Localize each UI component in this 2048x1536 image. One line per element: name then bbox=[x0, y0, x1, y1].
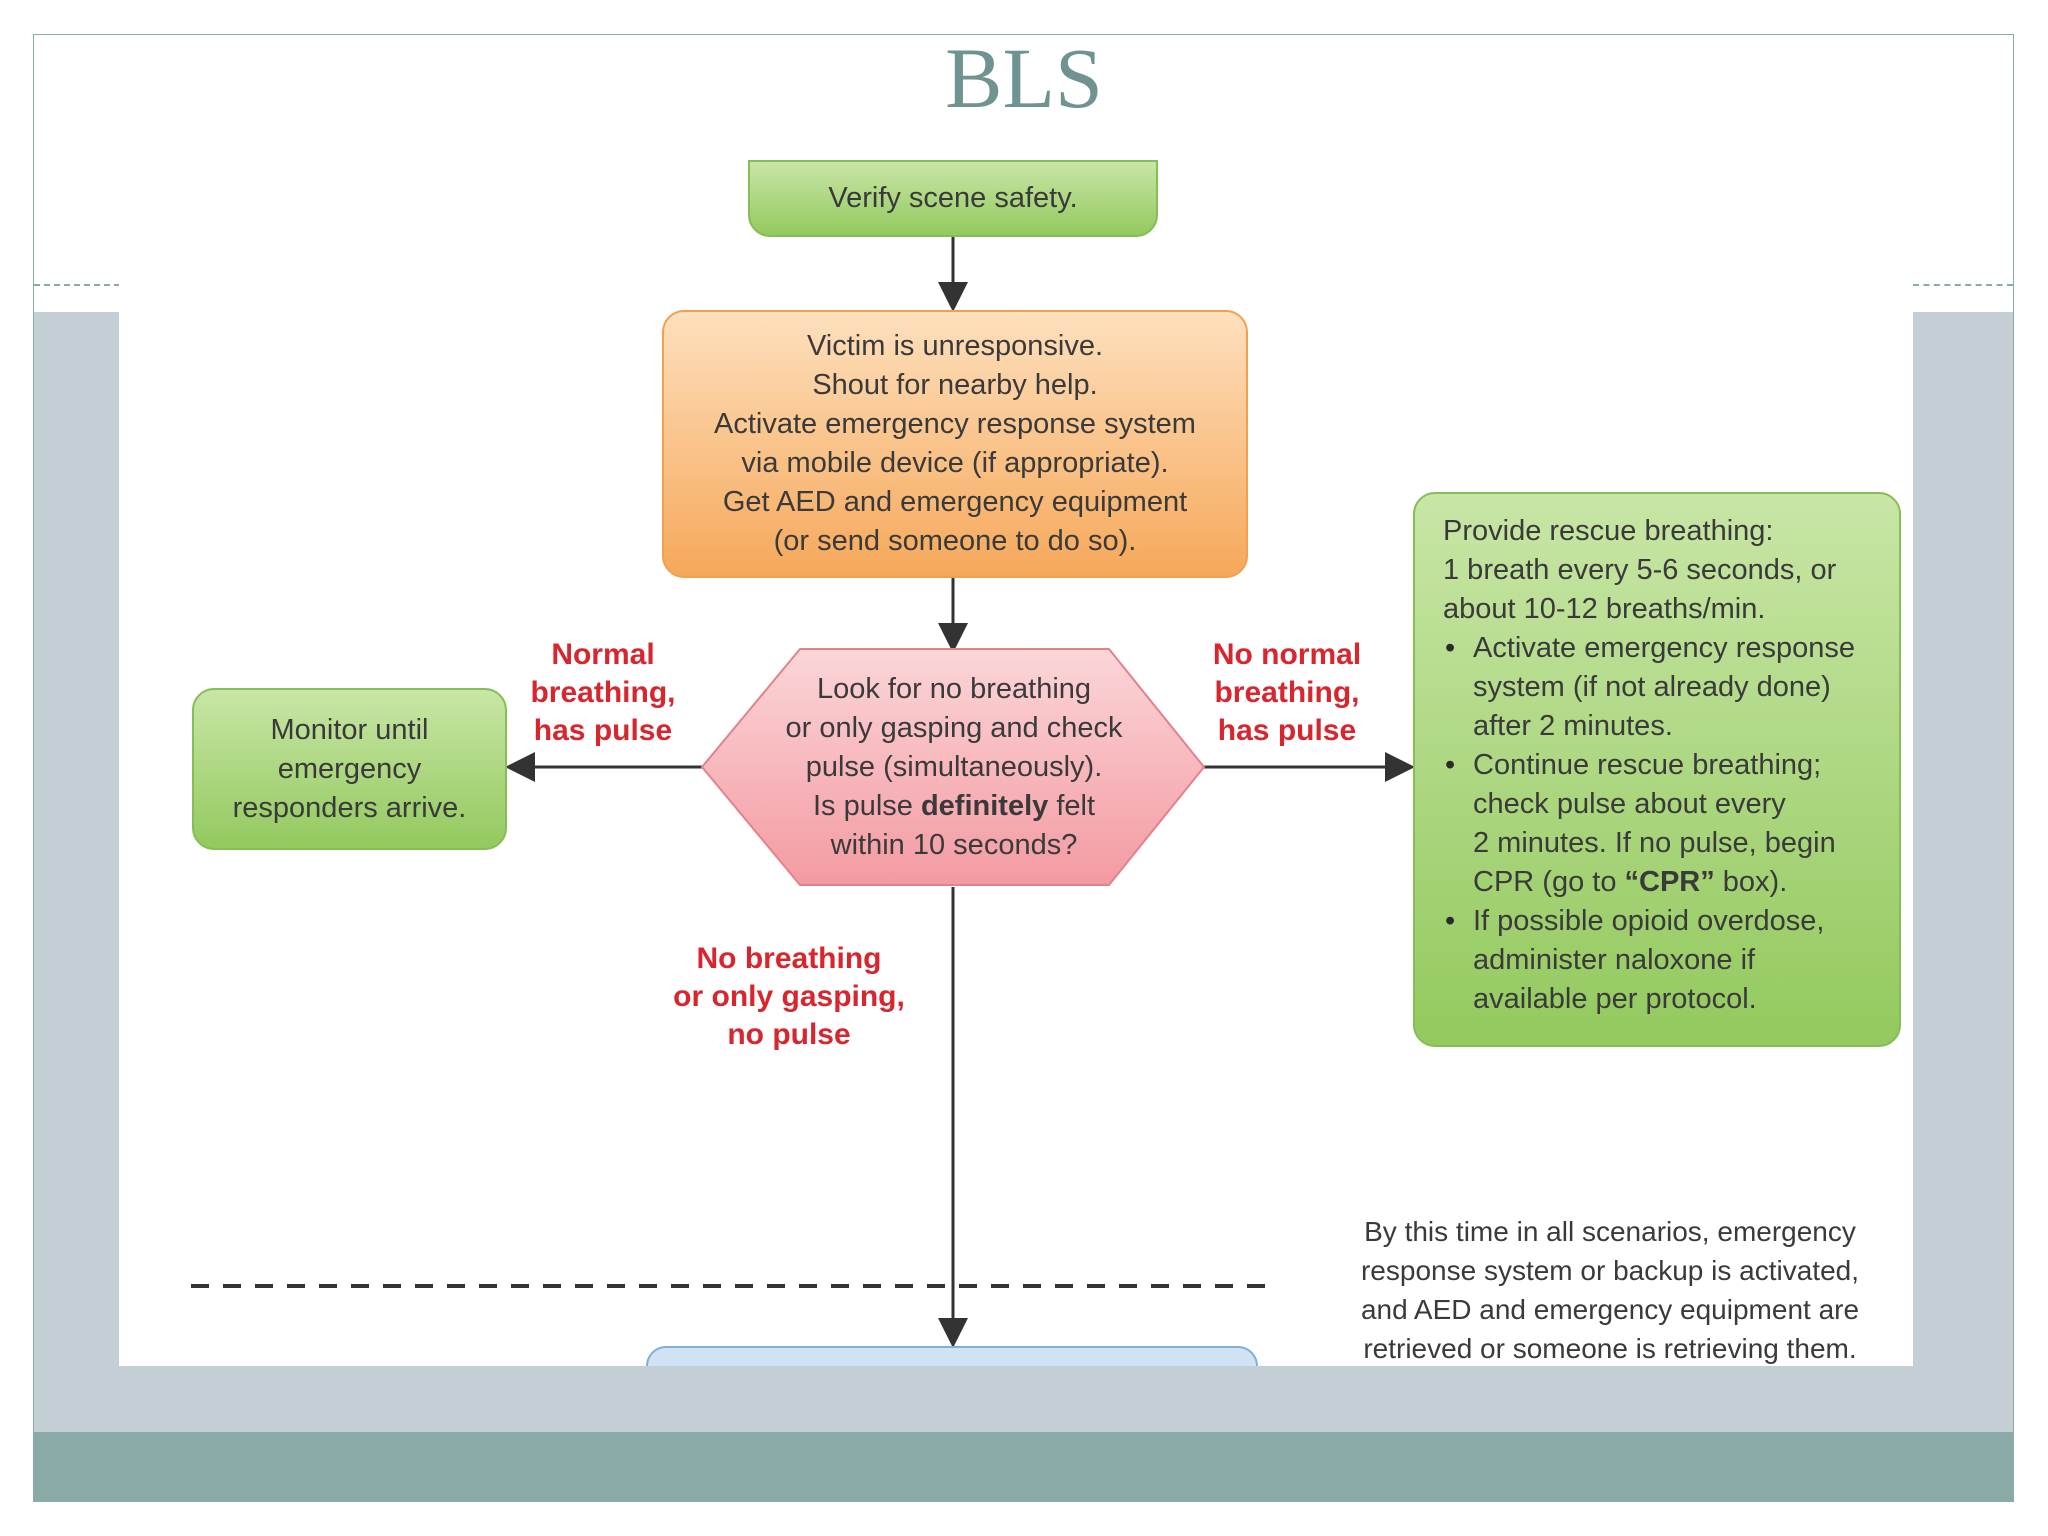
unresponsive-line: via mobile device (if appropriate). bbox=[741, 447, 1169, 479]
flowchart-connectors bbox=[191, 237, 1415, 1348]
victim-unresponsive-box: Victim is unresponsive. Shout for nearby… bbox=[662, 310, 1248, 578]
note-line: retrieved or someone is retrieving them. bbox=[1363, 1333, 1857, 1364]
unresponsive-line: Activate emergency response system bbox=[714, 408, 1196, 440]
decision-line: or only gasping and check bbox=[785, 712, 1123, 744]
bullet-line: Continue rescue breathing; bbox=[1473, 749, 1822, 781]
decision-hexagon bbox=[700, 648, 1206, 886]
label-normal-breathing: Normal breathing, has pulse bbox=[523, 636, 683, 750]
decision-line: Look for no breathing bbox=[816, 673, 1092, 705]
bullet-line-cpr: CPR (go to “CPR” box). bbox=[1473, 863, 1855, 902]
bullet-line: Activate emergency response bbox=[1473, 632, 1856, 664]
rescue-breathing-box: Provide rescue breathing: 1 breath every… bbox=[1413, 492, 1901, 1047]
rescue-heading: Provide rescue breathing: bbox=[1443, 515, 1774, 547]
bullet-line: check pulse about every bbox=[1473, 788, 1786, 820]
rescue-bullet: If possible opioid overdose, administer … bbox=[1445, 902, 1855, 1019]
rescue-bullet: Continue rescue breathing; check pulse a… bbox=[1445, 746, 1855, 902]
note-line: and AED and emergency equipment are bbox=[1360, 1294, 1860, 1325]
cpr-prefix: CPR (go to bbox=[1473, 866, 1625, 898]
monitor-until-arrive-box: Monitor until emergency responders arriv… bbox=[192, 688, 507, 850]
bls-flowchart-image: Verify scene safety. Victim is unrespons… bbox=[119, 160, 1913, 1366]
label-line: No breathing bbox=[696, 942, 882, 975]
unresponsive-line: Get AED and emergency equipment bbox=[722, 486, 1188, 518]
decision-text: Look for no breathing or only gasping an… bbox=[729, 670, 1179, 865]
scene-safety-text: Verify scene safety. bbox=[828, 182, 1078, 214]
decision-line-pulse: Is pulse definitely felt bbox=[729, 787, 1179, 826]
cpr-bold: “CPR” bbox=[1624, 866, 1715, 898]
unresponsive-line: Victim is unresponsive. bbox=[806, 330, 1104, 362]
note-line: response system or backup is activated, bbox=[1360, 1255, 1859, 1286]
label-line: No normal bbox=[1212, 638, 1362, 671]
bullet-line: If possible opioid overdose, bbox=[1473, 905, 1825, 937]
decorative-dashed-line-right bbox=[1913, 284, 2013, 286]
decorative-dashed-line-left bbox=[34, 284, 120, 286]
decision-line: within 10 seconds? bbox=[830, 829, 1078, 861]
bullet-line: 2 minutes. If no pulse, begin bbox=[1473, 827, 1836, 859]
scenario-note: By this time in all scenarios, emergency… bbox=[1315, 1212, 1905, 1366]
rescue-bullet-list: Activate emergency response system (if n… bbox=[1443, 629, 1855, 1019]
decision-pulse-suffix: felt bbox=[1048, 790, 1096, 822]
label-line: breathing, bbox=[530, 676, 676, 709]
decision-pulse-prefix: Is pulse bbox=[812, 790, 921, 822]
label-line: or only gasping, bbox=[673, 980, 905, 1013]
slide-footer-band bbox=[34, 1432, 2013, 1501]
label-no-breathing: No breathing or only gasping, no pulse bbox=[639, 940, 939, 1054]
cpr-suffix: box). bbox=[1714, 866, 1788, 898]
bullet-line: administer naloxone if bbox=[1473, 944, 1756, 976]
label-line: no pulse bbox=[727, 1018, 851, 1051]
verify-scene-safety-box: Verify scene safety. bbox=[748, 160, 1158, 237]
bullet-line: available per protocol. bbox=[1473, 983, 1757, 1015]
decision-line: pulse (simultaneously). bbox=[805, 751, 1103, 783]
monitor-line: responders arrive. bbox=[232, 791, 467, 824]
unresponsive-line: (or send someone to do so). bbox=[773, 525, 1137, 557]
bullet-line: system (if not already done) bbox=[1473, 671, 1831, 703]
monitor-line: Monitor until bbox=[270, 713, 429, 746]
decision-definitely-bold: definitely bbox=[920, 790, 1049, 822]
cpr-box-partial bbox=[646, 1346, 1258, 1366]
bullet-line: after 2 minutes. bbox=[1473, 710, 1673, 742]
unresponsive-line: Shout for nearby help. bbox=[812, 369, 1098, 401]
label-line: Normal bbox=[551, 638, 655, 671]
label-line: breathing, bbox=[1214, 676, 1360, 709]
slide-title: BLS bbox=[945, 30, 1103, 126]
rescue-bullet: Activate emergency response system (if n… bbox=[1445, 629, 1856, 746]
rescue-heading: 1 breath every 5-6 seconds, or bbox=[1443, 554, 1837, 586]
rescue-heading: about 10-12 breaths/min. bbox=[1443, 593, 1766, 625]
label-no-normal-breathing: No normal breathing, has pulse bbox=[1197, 636, 1377, 750]
label-line: has pulse bbox=[1217, 714, 1357, 747]
label-line: has pulse bbox=[533, 714, 673, 747]
note-line: By this time in all scenarios, emergency bbox=[1364, 1216, 1856, 1247]
monitor-line: emergency bbox=[277, 752, 422, 785]
